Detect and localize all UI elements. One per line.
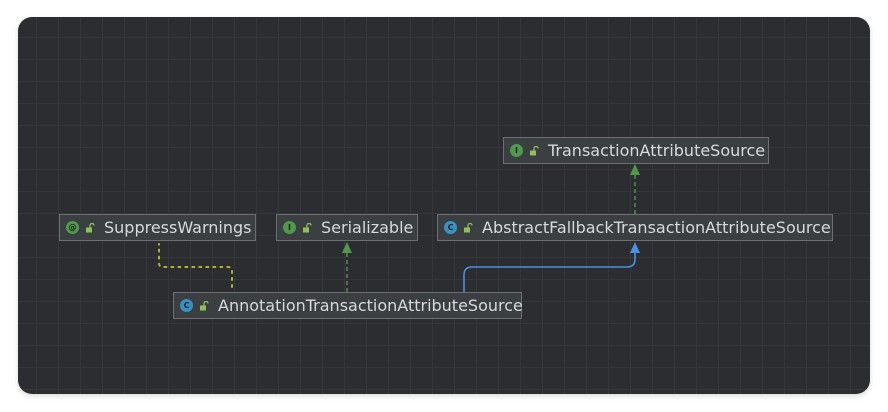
- class-icon: C: [180, 299, 193, 312]
- node-suppress-warnings[interactable]: @ SuppressWarnings: [59, 214, 256, 241]
- diagram-canvas[interactable]: I TransactionAttributeSource @ SuppressW…: [18, 17, 870, 394]
- node-abstract-fallback[interactable]: C AbstractFallbackTransactionAttributeSo…: [437, 214, 833, 241]
- node-annotation-transaction[interactable]: C AnnotationTransactionAttributeSource: [173, 292, 523, 319]
- node-serializable[interactable]: I Serializable: [276, 214, 418, 241]
- diagram-edges: [158, 164, 640, 292]
- arrowhead-transactionattributesource: [630, 164, 640, 175]
- unlocked-icon: [86, 222, 95, 232]
- node-label: SuppressWarnings: [104, 218, 252, 237]
- unlocked-icon: [303, 222, 312, 232]
- arrowhead-serializable: [342, 242, 352, 253]
- arrowhead-abstractfallback: [630, 242, 640, 253]
- abstract-class-icon: C: [444, 221, 457, 234]
- node-label: Serializable: [321, 218, 414, 237]
- node-transaction-attribute-source[interactable]: I TransactionAttributeSource: [503, 137, 769, 164]
- interface-icon: I: [510, 144, 523, 157]
- node-label: TransactionAttributeSource: [548, 141, 766, 160]
- annotation-icon: @: [66, 221, 79, 234]
- edge-extends-abstractfallback: [463, 251, 636, 292]
- edge-annotation-suppresswarnings: [158, 243, 233, 288]
- interface-icon: I: [283, 221, 296, 234]
- unlocked-icon: [530, 145, 539, 155]
- unlocked-icon: [464, 222, 473, 232]
- node-label: AbstractFallbackTransactionAttributeSour…: [482, 218, 831, 237]
- unlocked-icon: [200, 300, 209, 310]
- node-label: AnnotationTransactionAttributeSource: [218, 296, 523, 315]
